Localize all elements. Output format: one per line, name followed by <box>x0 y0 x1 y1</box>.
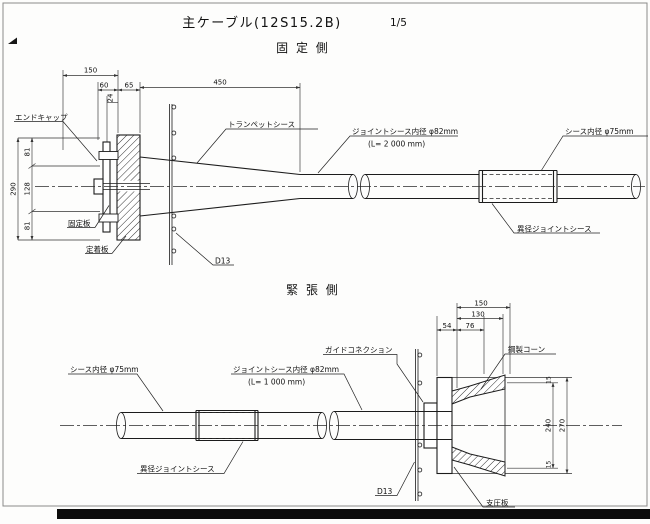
fixed-dim-lines <box>16 70 301 241</box>
steel-cone-upper <box>451 374 506 405</box>
label-steel-cone: 鋼製コーン <box>508 344 545 354</box>
tension-side-heading: 緊 張 側 <box>286 283 340 297</box>
label-anchor-plate: 定着板 <box>86 244 109 254</box>
tension-side-view: 150 130 54 76 240 270 15 15 <box>60 300 622 508</box>
dim-150: 150 <box>84 67 97 75</box>
label-joint-sheath-tension: ジョイントシース内径 φ82mm <box>233 364 339 374</box>
label-reducer-joint-sheath-tension: 異径ジョイントシース <box>140 464 215 474</box>
fixed-rebar <box>169 104 177 265</box>
page-title: 主ケーブル(12S15.2B) <box>182 15 342 31</box>
dim-24: 24 <box>107 93 115 102</box>
trumpet-sheath-part <box>139 156 301 217</box>
sheet-scale: 1/5 <box>390 17 407 29</box>
dim-130: 130 <box>471 311 484 319</box>
scan-black-bar <box>57 509 650 519</box>
tension-rebar <box>415 349 423 501</box>
tension-leaders <box>68 353 556 508</box>
label-fixing-plate: 固定板 <box>68 218 91 228</box>
scan-mark-icon <box>8 37 17 44</box>
label-end-cap: エンドキャップ <box>15 113 68 122</box>
label-bearing-plate: 支圧板 <box>486 498 509 508</box>
tension-tubes <box>116 409 452 442</box>
label-joint-sheath: ジョイントシース内径 φ82mm <box>352 126 458 136</box>
label-guide-connection: ガイドコネクション <box>325 345 393 355</box>
label-rebar-d13-tension: D13 <box>377 487 393 496</box>
fixed-anchorage <box>93 134 150 241</box>
label-sheath: シース内径 φ75mm <box>565 126 634 136</box>
dim-81-top: 81 <box>24 148 32 157</box>
dim-60: 60 <box>100 82 109 90</box>
fixed-leaders <box>14 121 648 266</box>
label-joint-sheath-length-tension: (L= 1 000 mm) <box>248 378 305 387</box>
label-rebar-d13: D13 <box>215 257 231 266</box>
dim-54: 54 <box>443 322 452 330</box>
label-sheath-tension: シース内径 φ75mm <box>70 364 139 374</box>
label-joint-sheath-length: (L= 2 000 mm) <box>368 140 425 149</box>
dim-128: 128 <box>24 182 32 195</box>
dim-15-top: 15 <box>546 376 553 384</box>
dim-290: 290 <box>10 182 18 195</box>
label-reducer-joint-sheath: 異径ジョイントシース <box>517 224 592 234</box>
steel-cone-lower <box>451 446 506 477</box>
dim-65: 65 <box>125 82 134 90</box>
fixed-side-view: 150 60 65 24 450 290 81 128 81 <box>10 67 648 266</box>
dim-76: 76 <box>466 322 475 330</box>
dim-81-bottom: 81 <box>24 221 32 230</box>
fixed-tubes <box>139 156 641 217</box>
dim-450: 450 <box>213 79 226 87</box>
label-trumpet-sheath: トランペットシース <box>228 120 295 129</box>
tension-anchorage <box>423 374 506 477</box>
dim-15-bottom: 15 <box>546 461 553 469</box>
fixed-side-heading: 固 定 側 <box>276 40 330 55</box>
dim-150-tension: 150 <box>474 300 487 308</box>
